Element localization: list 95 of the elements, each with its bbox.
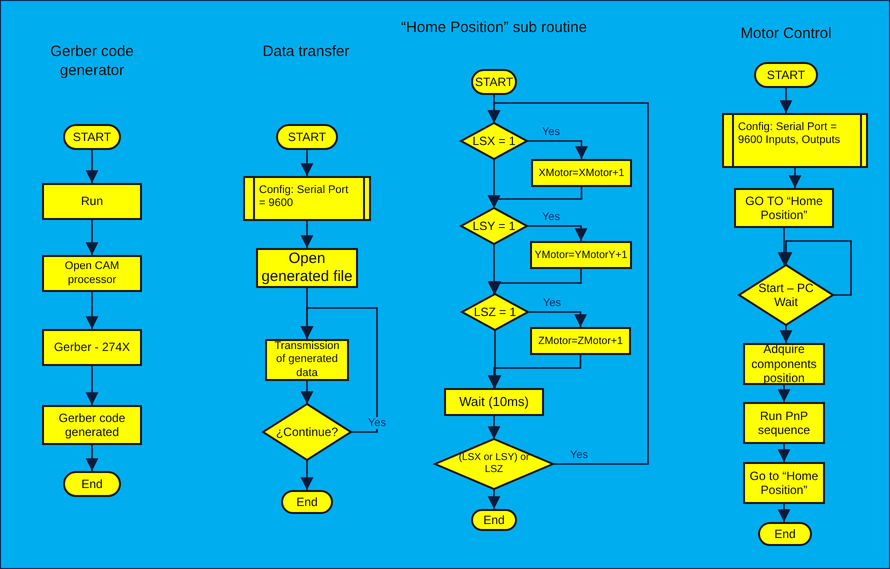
- process-box: [734, 188, 834, 228]
- arrow: [488, 416, 500, 439]
- arrow: [488, 489, 500, 509]
- node-text: End: [296, 494, 318, 510]
- arrow: [488, 102, 649, 465]
- node-text: Adquire components position: [750, 342, 818, 386]
- arrow: [86, 150, 98, 183]
- terminal-shape: [471, 509, 517, 531]
- node-text: Gerber - 274X: [54, 340, 130, 355]
- node-text: LSZ = 1: [474, 304, 516, 320]
- arrow: [780, 88, 792, 113]
- node-text: End: [81, 476, 103, 492]
- process-box: [530, 241, 632, 269]
- arrow: [300, 307, 378, 433]
- decision-diamond: [739, 265, 833, 325]
- process-box: [743, 402, 825, 444]
- arrow: [527, 140, 588, 159]
- arrow: [778, 385, 790, 402]
- arrow: [778, 504, 790, 522]
- subroutine-box: [243, 176, 371, 221]
- process-box: [42, 405, 142, 445]
- terminal-shape: [754, 62, 818, 88]
- node-text: LSX = 1: [472, 134, 516, 148]
- decision-diamond: [461, 123, 527, 159]
- node-text: Open generated file: [260, 250, 354, 286]
- node-text: Run: [80, 194, 103, 209]
- arrow: [778, 444, 790, 462]
- edge-label: Yes: [541, 126, 561, 138]
- edge-label: Yes: [541, 211, 561, 224]
- process-box: [265, 339, 349, 381]
- arrow: [780, 240, 852, 296]
- node-text: Start – PC Wait: [757, 280, 815, 310]
- edge-label: Yes: [569, 449, 589, 462]
- terminal-shape: [63, 471, 121, 497]
- arrow: [488, 159, 500, 208]
- column-title: “Home Position” sub routine: [401, 19, 587, 38]
- process-box: [530, 327, 631, 355]
- arrow: [528, 311, 587, 327]
- terminal-shape: [276, 124, 338, 150]
- node-text: Go to “Home Position”: [748, 468, 820, 498]
- terminal-shape: [471, 69, 517, 95]
- node-text: START: [475, 74, 513, 90]
- process-box: [531, 159, 632, 187]
- node-text: Config: Serial Port = 9600: [259, 184, 350, 210]
- edge-label: Yes: [367, 417, 387, 430]
- terminal-shape: [63, 124, 121, 150]
- subroutine-box: [722, 113, 868, 168]
- terminal-shape: [758, 522, 812, 546]
- edge-label: Yes: [542, 297, 562, 310]
- node-text: YMotor=YMotorY+1: [534, 248, 628, 262]
- arrow: [300, 460, 314, 490]
- node-text: XMotor=XMotor+1: [538, 166, 624, 180]
- node-text: Open CAM processor: [64, 260, 120, 287]
- node-text: Wait (10ms): [459, 394, 529, 410]
- arrow: [86, 366, 98, 405]
- arrow: [527, 225, 588, 241]
- node-text: (LSX or LSY) or LSZ: [458, 452, 530, 476]
- node-text: LSY = 1: [472, 218, 516, 234]
- arrow: [86, 292, 98, 329]
- node-text: Transmission of generated data: [274, 340, 340, 380]
- process-box: [42, 183, 142, 220]
- arrow: [86, 445, 98, 471]
- arrow: [488, 330, 502, 388]
- arrow: [86, 220, 98, 255]
- node-text: GO TO “Home Position”: [744, 194, 824, 222]
- node-text: START: [766, 68, 806, 82]
- node-text: End: [483, 512, 505, 528]
- node-text: End: [774, 526, 796, 542]
- arrow: [488, 244, 500, 294]
- arrow: [780, 325, 792, 343]
- decision-diamond: [263, 404, 351, 460]
- process-box: [444, 388, 544, 416]
- arrow: [300, 150, 314, 176]
- terminal-shape: [281, 490, 333, 514]
- process-box: [42, 255, 142, 292]
- node-text: ¿Continue?: [276, 424, 338, 440]
- node-text: Run PnP sequence: [756, 408, 812, 438]
- column-title: Motor Control: [740, 25, 832, 44]
- column-title: Gerber code generator: [49, 43, 135, 80]
- arrow: [300, 381, 314, 404]
- column-title: Data transfer: [262, 43, 350, 62]
- decision-diamond: [461, 208, 527, 244]
- arrow: [300, 221, 314, 248]
- node-text: ZMotor=ZMotor+1: [538, 334, 623, 348]
- node-text: START: [288, 130, 326, 144]
- process-box: [743, 343, 825, 385]
- node-text: START: [72, 130, 112, 144]
- node-text: Gerber code generated: [58, 410, 126, 440]
- decision-diamond: [462, 294, 528, 330]
- arrow: [788, 168, 802, 188]
- node-text: Config: Serial Port = 9600 Inputs, Outputs: [738, 121, 842, 148]
- process-box: [42, 329, 142, 366]
- process-box: [743, 462, 825, 504]
- arrow: [488, 355, 582, 388]
- decision-diamond: [435, 439, 553, 489]
